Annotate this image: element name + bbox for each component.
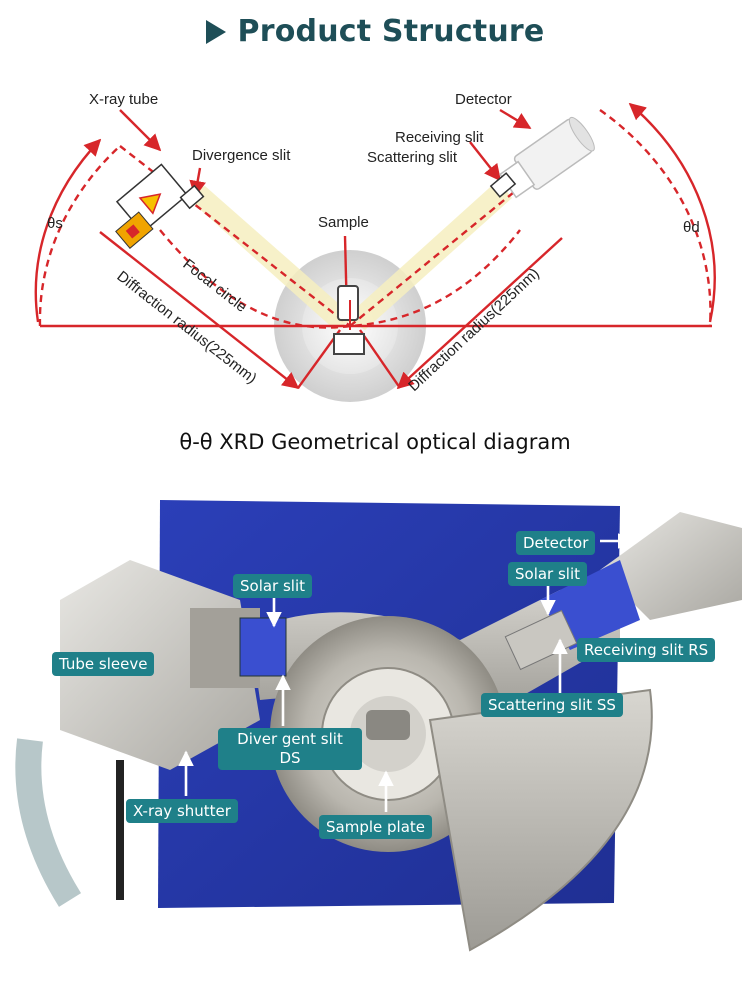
solar-slit-block-left — [239, 617, 287, 677]
diffracted-beam — [345, 180, 512, 330]
detector-housing — [600, 512, 742, 620]
callout-solar-slit-left: Solar slit — [233, 574, 313, 598]
incident-beam — [185, 186, 355, 330]
play-arrow-icon — [205, 19, 226, 44]
label-detector: Detector — [455, 91, 512, 108]
label-theta-s: θs — [47, 215, 63, 232]
label-sample: Sample — [318, 214, 369, 231]
diagram-subtitle: θ-θ XRD Geometrical optical diagram — [179, 430, 571, 454]
label-receiving-slit: Receiving slit — [395, 129, 484, 146]
divergence-slit-icon — [179, 184, 205, 210]
sample-holder-icon — [333, 285, 365, 355]
page-title: Product Structure — [237, 14, 545, 49]
scattering-slit-block — [504, 609, 578, 671]
tube-block — [190, 608, 260, 688]
label-focal-circle: Focal circle — [180, 256, 250, 316]
callout-tube-sleeve: Tube sleeve — [52, 652, 155, 676]
sample-plate-icon — [366, 710, 410, 740]
receiving-slit-icon — [489, 172, 517, 198]
label-xray-tube: X-ray tube — [89, 91, 158, 108]
callout-sample-plate: Sample plate — [319, 815, 433, 839]
label-diffraction-radius-left: Diffraction radius(225mm) — [114, 268, 260, 387]
callout-xray-shutter: X-ray shutter — [126, 799, 238, 823]
callout-scattering-slit: Scattering slit SS — [481, 693, 623, 717]
label-theta-d: θd — [683, 219, 700, 236]
xrd-geometric-diagram: X-ray tube Divergence slit Sample Detect… — [34, 91, 716, 402]
label-divergence-slit: Divergence slit — [192, 147, 291, 164]
callout-solar-slit-right: Solar slit — [508, 562, 588, 586]
callout-receiving-slit: Receiving slit RS — [577, 638, 716, 662]
xray-tube-icon — [115, 163, 189, 249]
callout-divergent-slit: Diver gent slit DS — [218, 728, 362, 770]
detector-sector — [428, 688, 653, 952]
callout-detector: Detector — [516, 531, 596, 555]
cable-bundle — [15, 738, 82, 907]
detector-icon — [499, 116, 595, 199]
label-scattering-slit: Scattering slit — [367, 149, 458, 166]
section-header: Product Structure — [0, 14, 750, 64]
callout-divergent-slit-line1: Diver gent slit — [237, 730, 343, 748]
callout-divergent-slit-line2: DS — [279, 749, 301, 767]
